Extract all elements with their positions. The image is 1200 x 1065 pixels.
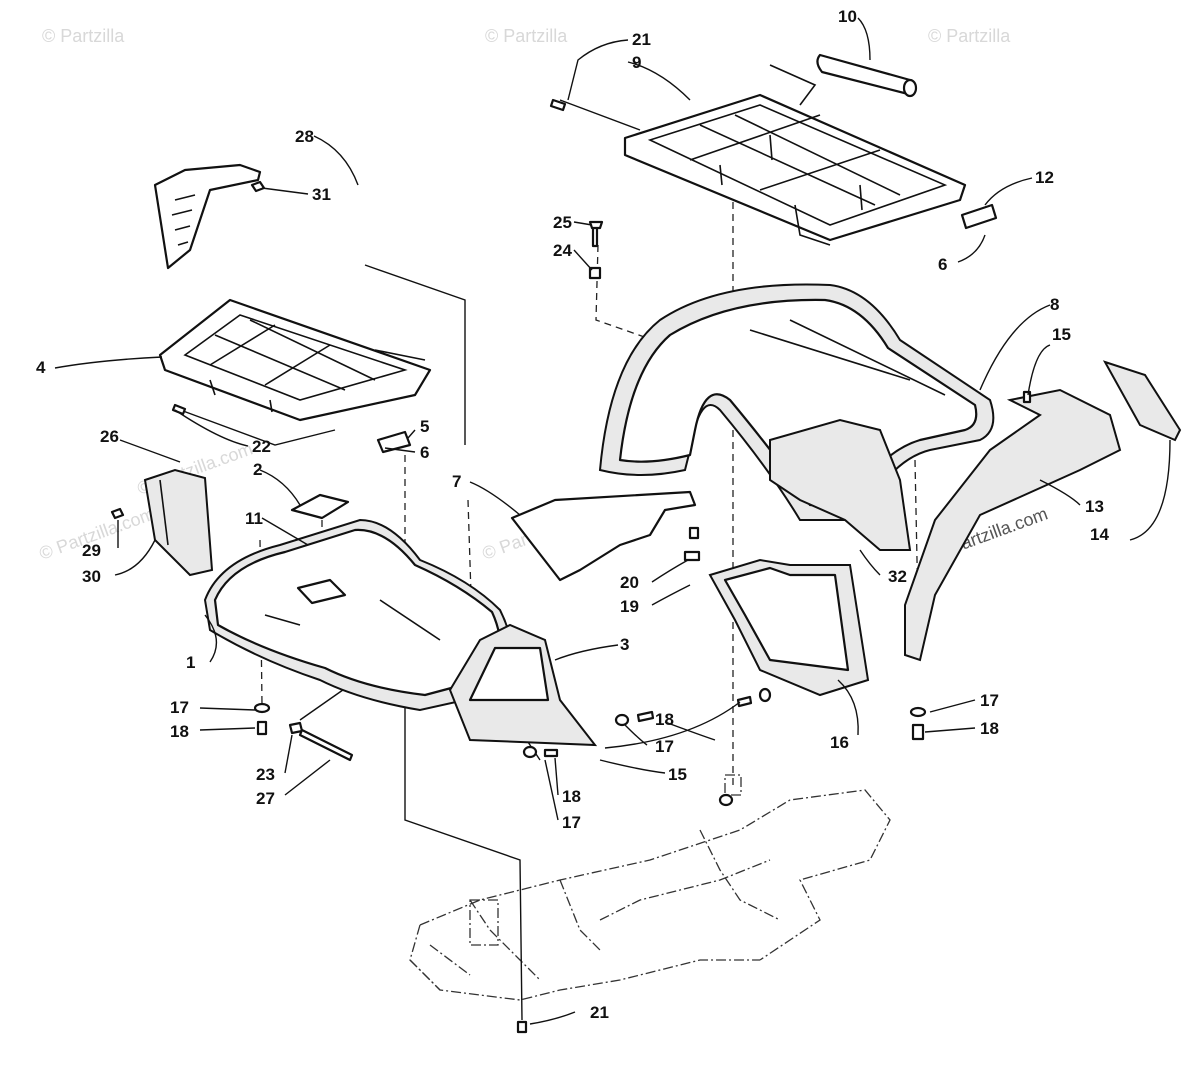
callout-12: 12 [1035,168,1054,187]
callout-13: 13 [1085,497,1104,516]
fastener-hardware [253,390,1032,1034]
callout-16: 16 [830,733,849,752]
callout-26: 26 [100,427,119,446]
chassis-frame [409,774,891,1001]
callout-14: 14 [1090,525,1109,544]
part-grip-10 [816,53,918,98]
callout-23: 23 [256,765,275,784]
callout-29: 29 [82,541,101,560]
part-flare-13 [904,388,1122,662]
callout-19: 19 [620,597,639,616]
callout-15: 15 [1052,325,1071,344]
callout-4: 4 [36,358,46,377]
callout-17a: 17 [170,698,189,717]
callout-11: 11 [245,509,263,528]
callout-10: 10 [838,7,857,26]
callout-21: 21 [632,30,651,49]
callout-2: 2 [253,460,262,479]
callout-20: 20 [620,573,639,592]
callout-6b: 6 [420,443,429,462]
part-decal-14 [1102,360,1182,442]
callout-7: 7 [452,472,461,491]
part-inner-panel-32 [769,418,912,551]
callout-5: 5 [420,417,429,436]
callout-18a: 18 [170,722,189,741]
callout-27: 27 [256,789,275,808]
callout-25: 25 [553,213,572,232]
part-side-panel-3 [448,623,598,747]
callout-31: 31 [312,185,331,204]
callout-15b: 15 [668,765,687,784]
callout-3: 3 [620,635,629,654]
part-front-fender-1 [203,518,515,712]
callout-18b: 18 [980,719,999,738]
callout-1: 1 [186,653,195,672]
callout-9: 9 [632,53,641,72]
callout-8: 8 [1050,295,1059,314]
part-block-5 [376,430,412,454]
part-pad-2 [290,493,350,520]
callout-21b: 21 [590,1003,609,1022]
part-footwell-16 [708,558,870,697]
leader-lines [54,17,1171,1025]
callout-labels: 21 9 10 12 6 28 31 25 24 4 22 5 6 26 2 1… [36,7,1109,1022]
part-flap-30 [110,468,214,577]
callout-32: 32 [888,567,907,586]
callout-6: 6 [938,255,947,274]
part-front-rack-4 [158,298,432,422]
callout-18d: 18 [562,787,581,806]
callout-17b: 17 [980,691,999,710]
part-guard-7 [510,490,697,582]
callout-17c: 17 [655,737,674,756]
watermark: © Partzilla [928,26,1011,46]
part-rear-rack-9 [623,64,967,246]
callout-18c: 18 [655,710,674,729]
callout-24: 24 [553,241,572,260]
callout-17d: 17 [562,813,581,832]
callout-22: 22 [252,437,271,456]
part-end-cap-12 [960,203,998,230]
callout-28: 28 [295,127,314,146]
watermark: © Partzilla [42,26,125,46]
watermark: © Partzilla [485,26,568,46]
callout-30: 30 [82,567,101,586]
part-plate-28 [153,163,262,270]
